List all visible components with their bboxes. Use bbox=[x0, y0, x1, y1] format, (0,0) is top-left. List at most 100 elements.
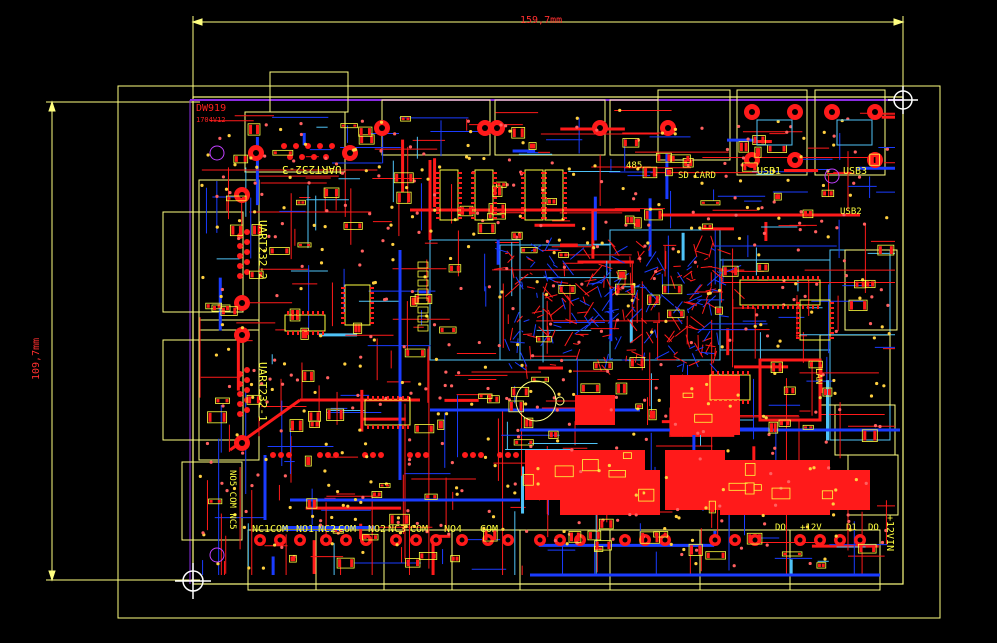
do-label: DO bbox=[868, 523, 879, 533]
smd-component bbox=[861, 429, 878, 442]
smd-component bbox=[580, 383, 601, 394]
smd-component bbox=[371, 491, 383, 498]
smd-component bbox=[296, 199, 306, 206]
smd-component bbox=[622, 138, 640, 148]
smd-component bbox=[343, 222, 363, 230]
do-label: DO bbox=[775, 523, 786, 533]
smd-component bbox=[558, 252, 569, 258]
smd-component bbox=[768, 421, 779, 434]
usb1-label: USB1 bbox=[757, 166, 782, 177]
relay-label: COM bbox=[410, 524, 429, 535]
smd-component bbox=[615, 283, 636, 295]
smd-component bbox=[437, 419, 445, 430]
smd-component bbox=[593, 361, 613, 370]
smd-component bbox=[700, 200, 721, 206]
smd-component bbox=[744, 482, 755, 495]
silk-components bbox=[205, 116, 895, 569]
smd-component bbox=[647, 294, 661, 305]
smd-component bbox=[816, 562, 827, 569]
smd-component bbox=[352, 322, 363, 334]
smd-component bbox=[488, 203, 506, 216]
smd-component bbox=[587, 530, 602, 541]
smd-component bbox=[211, 304, 231, 312]
smd-component bbox=[754, 146, 762, 158]
relay-label: NC3 bbox=[388, 524, 407, 535]
smd-component bbox=[215, 397, 230, 404]
copper-pour bbox=[665, 450, 725, 510]
origin-marker bbox=[175, 86, 918, 599]
smd-component bbox=[554, 465, 574, 478]
smd-component bbox=[548, 430, 559, 439]
smd-component bbox=[781, 551, 803, 557]
smd-component bbox=[208, 498, 223, 505]
smd-component bbox=[389, 513, 410, 526]
smd-component bbox=[694, 413, 713, 423]
smd-component bbox=[701, 223, 713, 229]
smd-component bbox=[661, 284, 683, 295]
db9-housings bbox=[162, 71, 349, 541]
smd-component bbox=[249, 270, 264, 279]
smd-component bbox=[362, 533, 379, 541]
smd-component bbox=[393, 172, 414, 184]
smd-component bbox=[688, 543, 703, 556]
ic-outline bbox=[524, 169, 544, 221]
smd-component bbox=[459, 205, 474, 217]
smd-component bbox=[450, 555, 460, 563]
smd-component bbox=[487, 395, 500, 404]
smd-component bbox=[655, 152, 672, 163]
copper-pour bbox=[575, 395, 615, 425]
smd-component bbox=[247, 123, 261, 136]
relay-label: NO4 bbox=[444, 524, 463, 535]
smd-component bbox=[741, 162, 758, 172]
power-input-label: +12VIN bbox=[884, 515, 895, 552]
smd-component bbox=[226, 195, 247, 202]
smd-component bbox=[418, 552, 438, 560]
smd-component bbox=[648, 409, 657, 421]
relay-label: COM bbox=[480, 524, 499, 535]
smd-component bbox=[594, 540, 612, 551]
smd-component bbox=[808, 360, 823, 369]
smd-component bbox=[251, 224, 263, 236]
smd-component bbox=[869, 153, 880, 166]
smd-component bbox=[289, 554, 297, 563]
smd-component bbox=[665, 168, 673, 177]
smd-component bbox=[653, 531, 669, 538]
relay-label: COM bbox=[270, 524, 289, 535]
smd-component bbox=[714, 306, 723, 315]
smd-component bbox=[608, 470, 626, 478]
relay-label: NC1 bbox=[252, 524, 271, 535]
smd-component bbox=[558, 285, 576, 294]
smd-component bbox=[400, 116, 411, 122]
smd-component bbox=[340, 123, 358, 129]
smd-component bbox=[414, 424, 435, 434]
do-label: +12V bbox=[800, 523, 822, 533]
smd-component bbox=[289, 419, 304, 432]
smd-component bbox=[783, 386, 796, 395]
width-dimension-label: 159,7mm bbox=[520, 15, 563, 26]
relay5-label: NO5 COM NC5 bbox=[227, 470, 237, 530]
smd-component bbox=[523, 417, 534, 429]
smd-component bbox=[802, 209, 814, 219]
smd-component bbox=[802, 424, 814, 430]
smd-component bbox=[478, 393, 493, 399]
smd-component bbox=[877, 244, 895, 256]
smd-component bbox=[722, 265, 739, 277]
smd-component bbox=[424, 493, 438, 500]
smd-component bbox=[568, 531, 582, 543]
smd-component bbox=[272, 149, 294, 156]
smd-component bbox=[483, 529, 498, 542]
uart1-label: UART232-1 bbox=[256, 362, 269, 422]
smd-component bbox=[624, 215, 635, 225]
smd-component bbox=[246, 394, 262, 405]
smd-component bbox=[746, 532, 763, 545]
usb3-label: USB3 bbox=[843, 166, 868, 177]
relay-label: NC2 bbox=[318, 524, 337, 535]
smd-component bbox=[536, 335, 552, 343]
smd-component bbox=[670, 154, 691, 163]
smd-component bbox=[778, 419, 791, 427]
smd-component bbox=[639, 531, 660, 544]
smd-component bbox=[615, 382, 628, 395]
smd-component bbox=[770, 361, 784, 374]
smd-component bbox=[511, 231, 523, 240]
